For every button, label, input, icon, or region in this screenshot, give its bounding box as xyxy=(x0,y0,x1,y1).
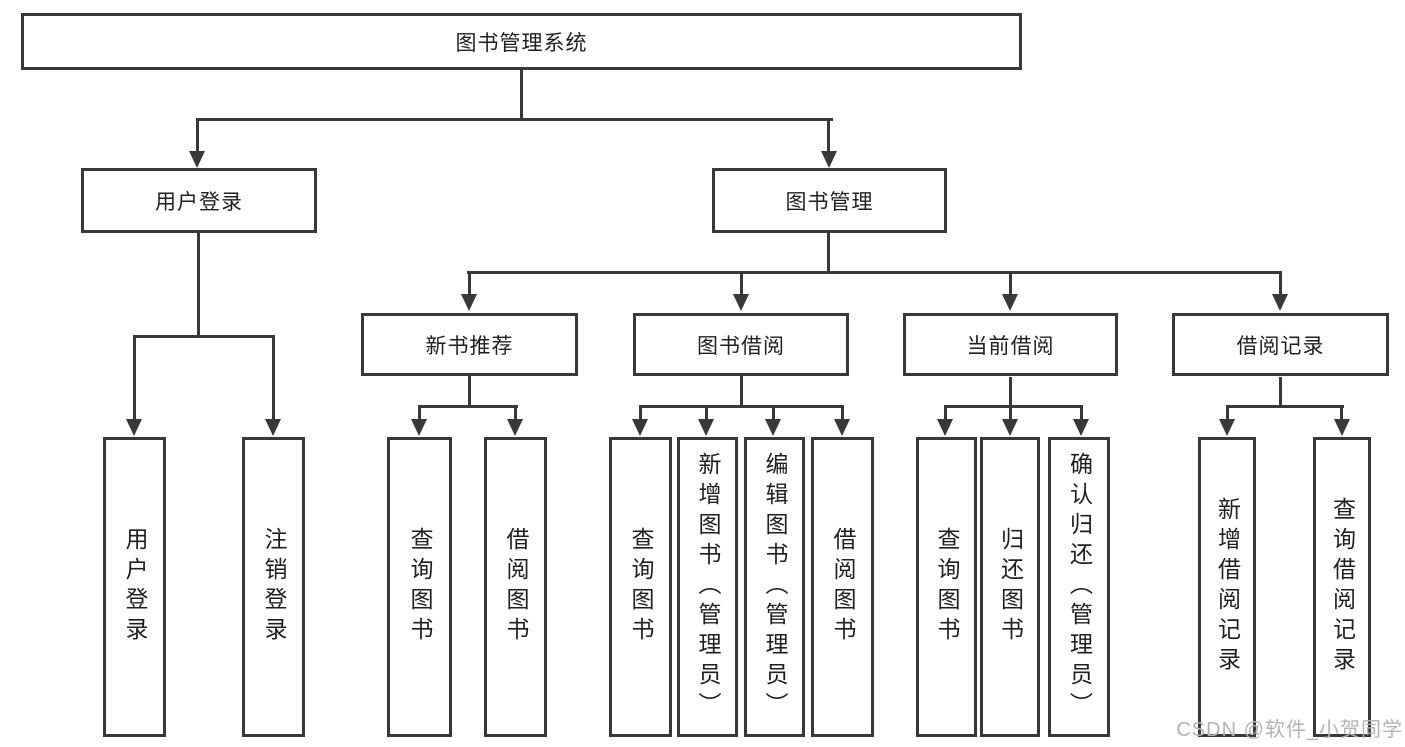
leaf-records-query-record-label: 查询借阅记录 xyxy=(1329,497,1356,677)
arrow-to-borrow-records xyxy=(1272,294,1288,311)
connector-root-stem xyxy=(520,70,523,118)
connector-drop-current-return xyxy=(1009,405,1012,421)
connector-drop-recommend-borrow xyxy=(514,405,517,421)
connector-root-bar xyxy=(196,118,833,121)
leaf-borrow-query-book-label: 查询图书 xyxy=(628,527,654,647)
node-borrow-records-label: 借阅记录 xyxy=(1236,334,1325,358)
connector-drop-recommend-query xyxy=(418,405,421,421)
connector-drop-leaf-logout xyxy=(272,335,275,420)
connector-borrow-stem xyxy=(740,376,743,407)
node-new-book-recommend-label: 新书推荐 xyxy=(425,334,514,358)
arrow-to-user-login xyxy=(189,151,205,168)
leaf-user-login: 用户登录 xyxy=(103,437,166,737)
connector-mgmt-stem xyxy=(827,233,830,273)
connector-drop-borrow-borrow xyxy=(841,405,844,421)
connector-drop-book-management xyxy=(827,118,830,152)
connector-drop-book-borrow xyxy=(740,271,743,296)
connector-drop-records-query xyxy=(1340,405,1343,421)
connector-mgmt-bar xyxy=(467,271,1282,274)
connector-drop-records-add xyxy=(1226,405,1229,421)
leaf-records-add-record-label: 新增借阅记录 xyxy=(1214,497,1241,677)
node-book-borrow: 图书借阅 xyxy=(633,313,849,376)
arrow-to-current-return xyxy=(1002,419,1018,436)
node-root-system-label: 图书管理系统 xyxy=(455,31,588,55)
leaf-logout: 注销登录 xyxy=(242,437,305,737)
arrow-to-records-query xyxy=(1334,419,1350,436)
leaf-logout-label: 注销登录 xyxy=(261,527,287,647)
connector-drop-borrow-records xyxy=(1279,271,1282,296)
connector-recommend-stem xyxy=(468,376,471,407)
arrow-to-leaf-user-login xyxy=(126,419,142,436)
connector-recommend-bar xyxy=(418,405,518,408)
connector-drop-borrow-query xyxy=(639,405,642,421)
node-current-borrow-label: 当前借阅 xyxy=(966,334,1055,358)
leaf-current-query-book-label: 查询图书 xyxy=(934,527,960,647)
leaf-records-add-record: 新增借阅记录 xyxy=(1198,437,1256,737)
leaf-recommend-borrow-book: 借阅图书 xyxy=(484,437,547,737)
arrow-to-current-borrow xyxy=(1002,294,1018,311)
arrow-to-leaf-logout xyxy=(265,419,281,436)
leaf-current-query-book: 查询图书 xyxy=(916,437,977,737)
leaf-borrow-query-book: 查询图书 xyxy=(609,437,672,737)
node-current-borrow: 当前借阅 xyxy=(903,313,1118,376)
arrow-to-borrow-query xyxy=(632,419,648,436)
connector-records-bar xyxy=(1226,405,1344,408)
node-book-management: 图书管理 xyxy=(712,168,947,233)
connector-drop-user-login xyxy=(196,118,199,152)
connector-current-stem xyxy=(1009,377,1012,407)
leaf-borrow-borrow-book-label: 借阅图书 xyxy=(830,527,856,647)
node-new-book-recommend: 新书推荐 xyxy=(361,313,578,376)
connector-records-stem xyxy=(1279,377,1282,407)
connector-login-stem xyxy=(197,233,200,337)
connector-drop-current-query xyxy=(944,405,947,421)
connector-login-bar xyxy=(133,335,275,338)
arrow-to-borrow-borrow xyxy=(834,419,850,436)
arrow-to-book-management xyxy=(821,151,837,168)
arrow-to-book-borrow xyxy=(733,294,749,311)
leaf-borrow-edit-book-admin: 编辑图书（管理员） xyxy=(744,437,805,737)
arrow-to-recommend-query xyxy=(411,419,427,436)
node-user-login-label: 用户登录 xyxy=(155,190,243,214)
node-book-management-label: 图书管理 xyxy=(785,190,874,214)
leaf-recommend-query-book-label: 查询图书 xyxy=(407,527,433,647)
arrow-to-records-add xyxy=(1219,419,1235,436)
arrow-to-current-query xyxy=(937,419,953,436)
arrow-to-borrow-add xyxy=(698,419,714,436)
connector-drop-current-borrow xyxy=(1009,271,1012,296)
leaf-user-login-label: 用户登录 xyxy=(122,527,148,647)
connector-drop-borrow-add xyxy=(705,405,708,421)
leaf-current-return-book: 归还图书 xyxy=(980,437,1040,737)
arrow-to-current-confirm xyxy=(1073,419,1089,436)
csdn-watermark: CSDN @软件_小贺同学 xyxy=(1176,719,1403,741)
leaf-borrow-add-book-admin-label: 新增图书（管理员） xyxy=(695,452,721,722)
connector-drop-current-confirm xyxy=(1080,405,1083,421)
node-borrow-records: 借阅记录 xyxy=(1172,313,1389,376)
leaf-records-query-record: 查询借阅记录 xyxy=(1313,437,1371,737)
leaf-recommend-query-book: 查询图书 xyxy=(387,437,452,737)
connector-drop-borrow-edit xyxy=(772,405,775,421)
connector-current-bar xyxy=(944,405,1083,408)
leaf-borrow-borrow-book: 借阅图书 xyxy=(811,437,874,737)
connector-drop-leaf-user-login xyxy=(133,335,136,420)
leaf-borrow-edit-book-admin-label: 编辑图书（管理员） xyxy=(762,452,788,722)
arrow-to-borrow-edit xyxy=(765,419,781,436)
leaf-borrow-add-book-admin: 新增图书（管理员） xyxy=(677,437,738,737)
arrow-to-recommend xyxy=(461,294,477,311)
leaf-current-confirm-return-admin: 确认归还（管理员） xyxy=(1048,437,1110,737)
leaf-current-return-book-label: 归还图书 xyxy=(997,527,1024,647)
leaf-recommend-borrow-book-label: 借阅图书 xyxy=(503,527,529,647)
connector-drop-recommend xyxy=(468,271,471,296)
leaf-current-confirm-return-admin-label: 确认归还（管理员） xyxy=(1066,452,1093,722)
node-user-login: 用户登录 xyxy=(81,168,317,233)
arrow-to-recommend-borrow xyxy=(507,419,523,436)
node-book-borrow-label: 图书借阅 xyxy=(697,334,785,358)
node-root-system: 图书管理系统 xyxy=(21,13,1022,70)
connector-borrow-bar xyxy=(639,405,844,408)
